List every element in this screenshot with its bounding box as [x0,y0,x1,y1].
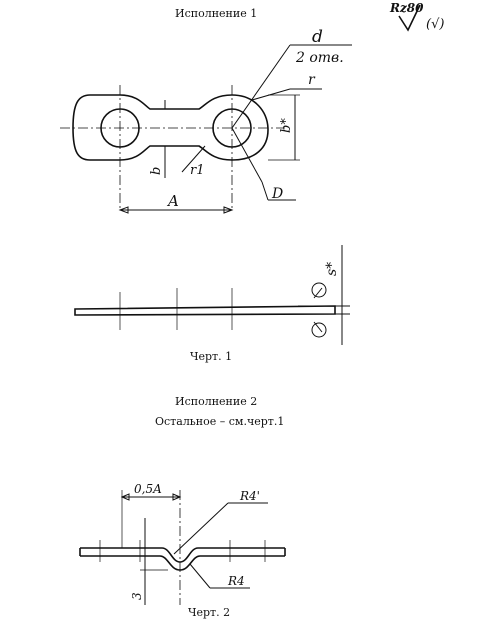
plate-bent-view [79,540,286,571]
caption-chert-2: Черт. 2 [188,606,230,619]
radius-r1-label: r1 [190,163,205,178]
title-ispolnenie-2: Исполнение 2 [175,395,257,408]
dim-D-leader [261,181,269,201]
dim-D-label: D [271,186,283,202]
caption-chert-1: Черт. 1 [190,350,232,363]
roughness-label: Rz80 [389,1,424,15]
width-b-label: b [149,167,164,175]
dim-half-A-label: 0,5A [134,482,162,496]
plate-outline [72,94,269,161]
roughness-check-icon [398,4,421,32]
plate-side-view [74,288,336,330]
radius-bottom-leader [189,563,211,589]
radius-r1-leader [181,145,206,173]
dim-3-label: 3 [130,592,144,600]
flatness-symbol-icon [311,282,327,338]
hole-leader [231,44,352,183]
hole-diameter-label: d [312,27,323,47]
radius-top-leader [173,502,229,555]
width-b-star-label: b* [279,118,294,133]
dim-A-label: A [166,192,179,210]
radius-r-leader [251,88,291,101]
radius-bottom-label: R4 [227,574,245,588]
thickness-s-label: s* [324,262,340,276]
roughness-paren: (√) [426,17,444,32]
hole-count-label: 2 отв. [295,50,344,66]
subtitle-rest: Остальное – см.черт.1 [155,415,284,428]
radius-top-label: R4' [239,489,260,503]
title-ispolnenie-1: Исполнение 1 [175,7,257,20]
radius-r-label: r [308,72,316,88]
